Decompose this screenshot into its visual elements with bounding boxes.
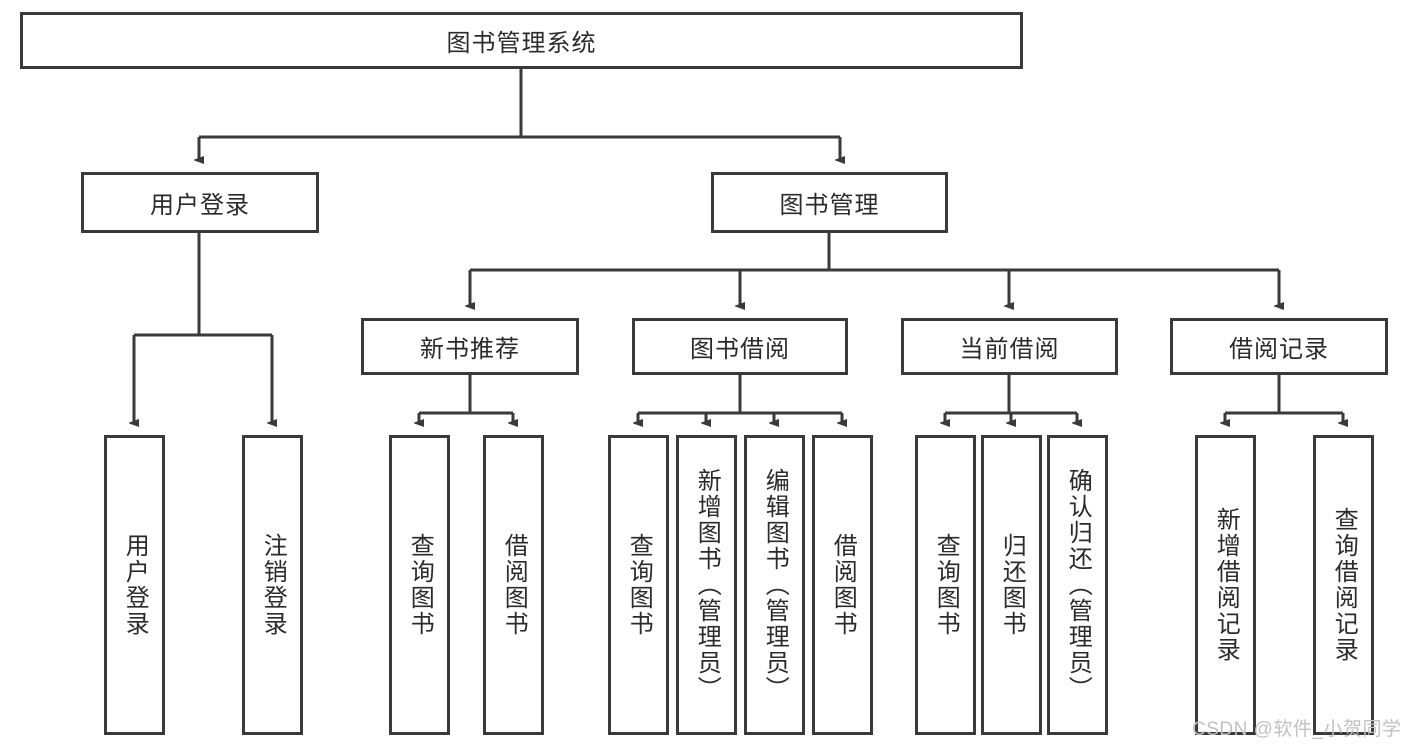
node-borrow-record-label: 借阅记录 (1229, 336, 1329, 363)
node-borrow-record[interactable]: 借阅记录 (1170, 318, 1388, 375)
node-book-management-label: 图书管理 (779, 192, 880, 219)
node-leaf-borrow-book-2-label: 借阅图书 (829, 533, 857, 637)
node-leaf-edit-book-admin[interactable]: 编辑图书（管理员） (744, 435, 805, 735)
node-current-borrow-label: 当前借阅 (959, 336, 1060, 363)
node-leaf-query-borrow-record-label: 查询借阅记录 (1330, 507, 1358, 663)
node-leaf-query-book-1-label: 查询图书 (406, 533, 434, 637)
node-book-borrow-label: 图书借阅 (690, 336, 790, 363)
node-leaf-borrow-book-2[interactable]: 借阅图书 (812, 435, 873, 735)
node-leaf-query-book-2-label: 查询图书 (625, 533, 653, 637)
node-leaf-return-book[interactable]: 归还图书 (981, 435, 1042, 735)
node-leaf-add-borrow-record-label: 新增借阅记录 (1212, 507, 1240, 663)
node-user-login-label: 用户登录 (150, 192, 250, 219)
node-leaf-add-borrow-record[interactable]: 新增借阅记录 (1195, 435, 1256, 735)
node-leaf-confirm-return-admin[interactable]: 确认归还（管理员） (1047, 435, 1108, 735)
node-leaf-user-login[interactable]: 用户登录 (104, 435, 165, 735)
node-leaf-logout-login[interactable]: 注销登录 (242, 435, 303, 735)
node-leaf-logout-login-label: 注销登录 (259, 533, 287, 637)
node-new-book-recommend[interactable]: 新书推荐 (361, 318, 579, 375)
node-leaf-query-book-1[interactable]: 查询图书 (389, 435, 450, 735)
node-book-borrow[interactable]: 图书借阅 (632, 318, 848, 375)
node-root[interactable]: 图书管理系统 (20, 12, 1023, 69)
node-leaf-user-login-label: 用户登录 (121, 533, 149, 637)
node-leaf-confirm-return-admin-label: 确认归还（管理员） (1064, 468, 1092, 702)
node-leaf-return-book-label: 归还图书 (998, 533, 1026, 637)
node-leaf-add-book-admin-label: 新增图书（管理员） (693, 468, 721, 702)
node-new-book-recommend-label: 新书推荐 (420, 336, 520, 363)
node-leaf-borrow-book-1-label: 借阅图书 (500, 533, 528, 637)
node-current-borrow[interactable]: 当前借阅 (901, 318, 1118, 375)
node-leaf-query-borrow-record[interactable]: 查询借阅记录 (1313, 435, 1374, 735)
node-book-management[interactable]: 图书管理 (711, 172, 948, 233)
node-leaf-query-book-3-label: 查询图书 (932, 533, 960, 637)
node-leaf-borrow-book-1[interactable]: 借阅图书 (483, 435, 544, 735)
node-leaf-add-book-admin[interactable]: 新增图书（管理员） (676, 435, 737, 735)
node-root-label: 图书管理系统 (446, 30, 597, 57)
csdn-watermark: CSDN @软件_小贺同学 (1192, 719, 1402, 740)
node-leaf-query-book-3[interactable]: 查询图书 (915, 435, 976, 735)
node-user-login[interactable]: 用户登录 (81, 172, 319, 233)
node-leaf-query-book-2[interactable]: 查询图书 (608, 435, 669, 735)
node-leaf-edit-book-admin-label: 编辑图书（管理员） (761, 468, 789, 702)
